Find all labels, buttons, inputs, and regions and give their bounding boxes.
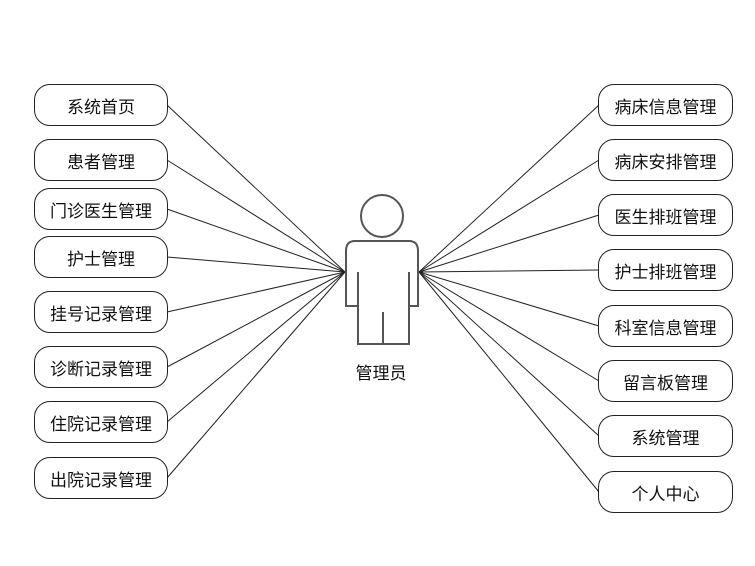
node-nurse-management: 护士管理 <box>34 236 168 278</box>
node-diagnosis-record-management: 诊断记录管理 <box>34 346 168 388</box>
connector-right-7 <box>418 271 600 437</box>
connector-left-3 <box>166 208 346 273</box>
node-discharge-record-management: 出院记录管理 <box>34 457 168 499</box>
connector-left-7 <box>166 271 346 423</box>
connector-left-2 <box>166 159 346 273</box>
connector-right-5 <box>418 271 600 327</box>
connector-left-5 <box>166 271 346 313</box>
connector-left-6 <box>166 271 346 368</box>
node-patient-management: 患者管理 <box>34 139 168 181</box>
node-department-info-management: 科室信息管理 <box>598 305 733 347</box>
connector-right-1 <box>418 104 600 273</box>
node-outpatient-doctor-management: 门诊医生管理 <box>34 188 168 230</box>
connector-right-3 <box>418 214 600 273</box>
node-nurse-schedule-management: 护士排班管理 <box>598 249 733 291</box>
node-doctor-schedule-management: 医生排班管理 <box>598 194 733 236</box>
node-system-management: 系统管理 <box>598 415 733 457</box>
node-bed-info-management: 病床信息管理 <box>598 84 733 126</box>
node-bed-arrangement-management: 病床安排管理 <box>598 139 733 181</box>
connector-left-4 <box>166 256 346 273</box>
connector-right-8 <box>418 271 600 493</box>
node-message-board-management: 留言板管理 <box>598 360 733 402</box>
actor-figure <box>345 194 419 345</box>
node-registration-record-management: 挂号记录管理 <box>34 291 168 333</box>
actor-label: 管理员 <box>355 364 407 384</box>
connector-left-1 <box>166 104 346 273</box>
connector-left-8 <box>166 271 346 479</box>
connector-right-2 <box>418 159 600 273</box>
node-home: 系统首页 <box>34 84 168 126</box>
actor-body <box>345 240 419 345</box>
connector-right-4 <box>418 269 600 273</box>
node-personal-center: 个人中心 <box>598 471 733 513</box>
connector-right-6 <box>418 271 600 382</box>
node-hospitalization-record-management: 住院记录管理 <box>34 401 168 443</box>
actor-head <box>360 194 404 238</box>
